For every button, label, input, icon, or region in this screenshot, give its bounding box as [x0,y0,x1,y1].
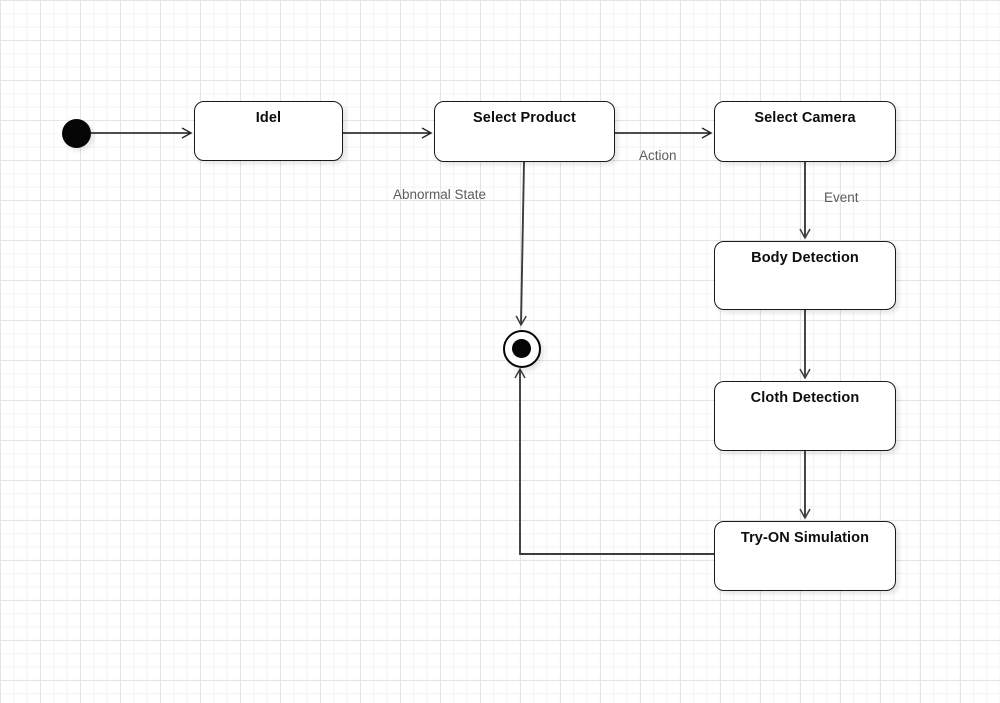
state-node-tryon-simulation[interactable]: Try-ON Simulation [714,521,896,591]
edge-label-action: Action [639,148,677,163]
state-node-cloth-detection[interactable]: Cloth Detection [714,381,896,451]
state-label-body-detection: Body Detection [751,250,859,266]
final-state-core [511,338,531,358]
state-label-idel: Idel [255,110,282,126]
state-node-select-camera[interactable]: Select Camera [714,101,896,162]
state-node-select-product[interactable]: Select Product [434,101,615,162]
state-label-select-camera: Select Camera [754,110,856,126]
edge-label-event: Event [824,190,859,205]
edge-tryon-to-final [514,367,714,555]
edge-label-abnormal-state: Abnormal State [393,187,487,202]
state-label-select-product: Select Product [473,110,576,126]
state-label-tryon-simulation: Try-ON Simulation [740,530,870,546]
edge-select-product-to-final [515,161,527,327]
state-node-idel[interactable]: Idel [194,101,343,161]
state-label-cloth-detection: Cloth Detection [750,390,860,406]
state-node-body-detection[interactable]: Body Detection [714,241,896,310]
final-state-node[interactable] [503,330,541,368]
initial-state-node[interactable] [61,118,91,148]
